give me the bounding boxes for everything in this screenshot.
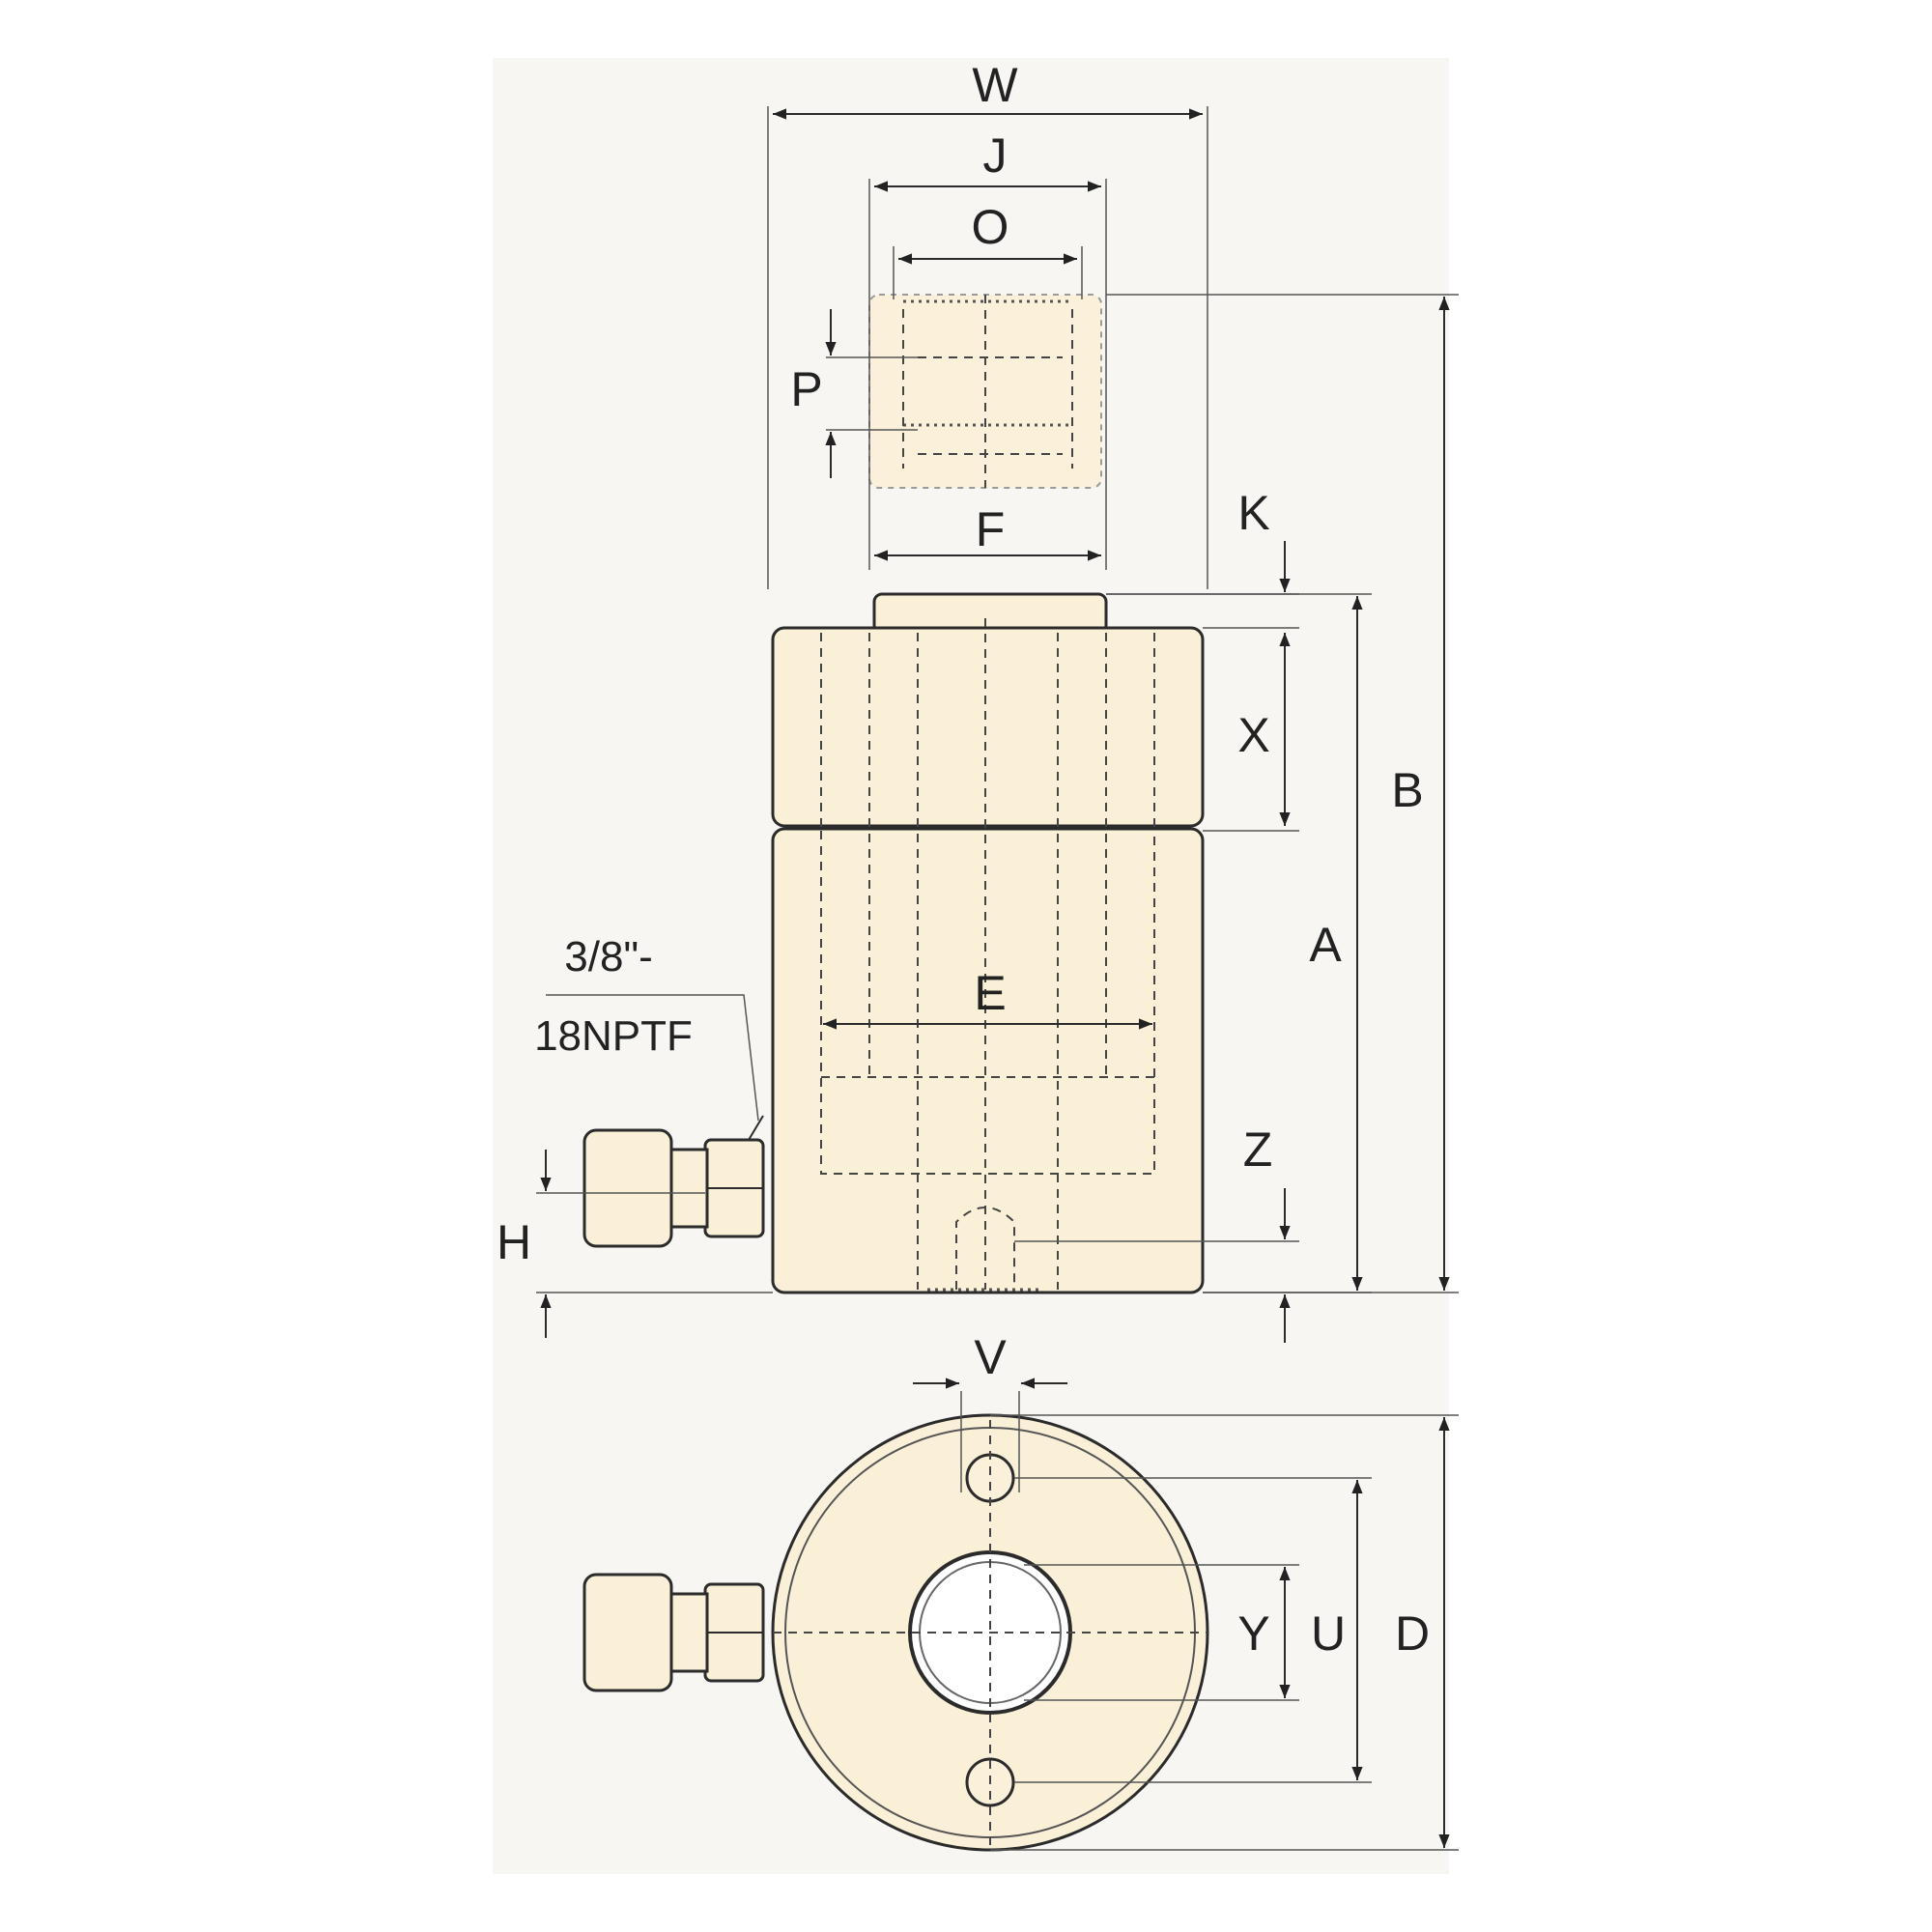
coupler-top (582, 1573, 765, 1692)
label-F: F (976, 502, 1006, 556)
label-U: U (1311, 1606, 1346, 1661)
label-O: O (972, 200, 1009, 254)
port-note-line2: 18NPTF (534, 1012, 693, 1060)
mount-hole-top (965, 1453, 1015, 1503)
label-B: B (1391, 763, 1423, 817)
cylinder-collar (771, 626, 1205, 828)
label-X: X (1237, 708, 1269, 762)
label-A: A (1309, 918, 1342, 972)
cylinder-side-view (771, 592, 1205, 1294)
cylinder-body (771, 827, 1205, 1294)
label-K: K (1237, 486, 1269, 540)
label-D: D (1395, 1606, 1430, 1661)
label-V: V (974, 1330, 1007, 1384)
port-note-line1: 3/8"- (564, 933, 652, 980)
label-Z: Z (1243, 1122, 1273, 1177)
label-J: J (983, 128, 1008, 183)
coupler-side (582, 1115, 765, 1248)
label-P: P (790, 362, 822, 416)
label-Y: Y (1237, 1606, 1269, 1661)
cylinder-top-view (771, 1413, 1209, 1852)
label-E: E (974, 966, 1006, 1020)
label-W: W (972, 58, 1018, 112)
saddle-detail (868, 294, 1102, 489)
dimension-lines (536, 106, 1459, 1851)
label-H: H (497, 1215, 531, 1269)
